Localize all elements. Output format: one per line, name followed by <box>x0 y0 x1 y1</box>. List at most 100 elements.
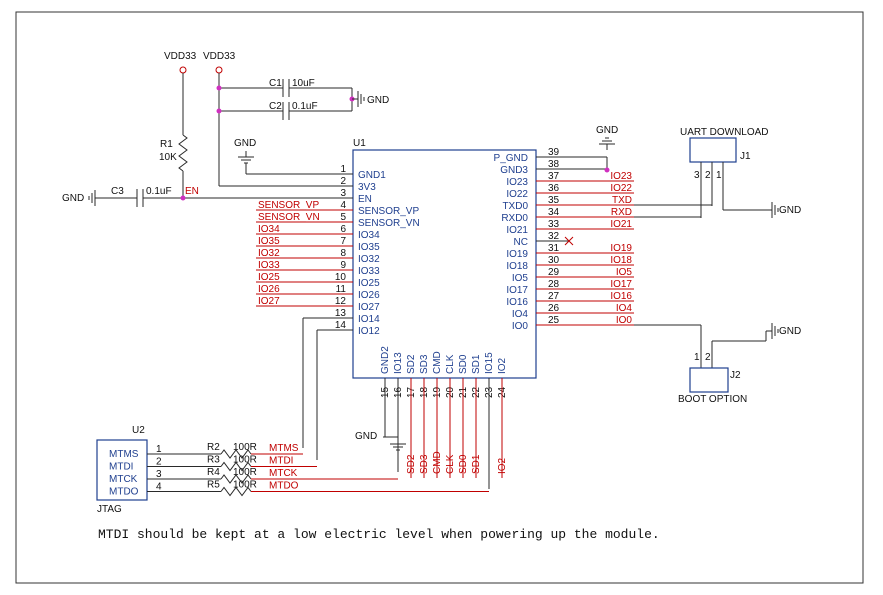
pin-name: IO17 <box>506 285 528 296</box>
pin-number: 3 <box>340 188 346 199</box>
pin-number: 2 <box>340 176 346 187</box>
j1-ref: J1 <box>740 151 751 162</box>
resistor-ref: R3 <box>207 455 220 466</box>
u1-pgnd-connection: GND <box>596 125 618 173</box>
pin-name: NC <box>514 237 528 248</box>
u2-label: JTAG <box>97 504 122 515</box>
pin-number: 25 <box>548 315 560 326</box>
pin-name: IO0 <box>512 321 529 332</box>
pin-name: IO26 <box>358 290 380 301</box>
gnd-label: GND <box>234 138 256 149</box>
u1-right-pins: 39P_GND38GND3IO2337IO23IO2236IO22TXD35TX… <box>494 147 713 332</box>
pin-number: 34 <box>548 207 560 218</box>
c1-value: 10uF <box>292 78 315 89</box>
pin-number: 38 <box>548 159 560 170</box>
vdd-terminal-left <box>179 66 187 74</box>
gnd-label: GND <box>779 205 801 216</box>
pin-number: 28 <box>548 279 560 290</box>
net-label: IO27 <box>258 296 280 307</box>
pin-name: GND3 <box>500 165 528 176</box>
pin-name: SD0 <box>458 354 469 374</box>
pin-name: IO4 <box>512 309 529 320</box>
pin-name: 3V3 <box>358 182 376 193</box>
gnd-label: GND <box>596 125 618 136</box>
vdd-terminal-right <box>215 66 223 74</box>
pin-name: IO16 <box>506 297 528 308</box>
r1-value: 10K <box>159 152 177 163</box>
pin-name: IO23 <box>506 177 528 188</box>
pin-name: IO19 <box>506 249 528 260</box>
j1-pin-2: 2 <box>705 170 711 181</box>
pin-name: IO5 <box>512 273 529 284</box>
vdd33-label-right: VDD33 <box>203 51 236 62</box>
gnd-symbol <box>765 201 779 219</box>
net-label: IO18 <box>610 255 632 266</box>
gnd-symbol <box>598 137 616 151</box>
pin-name: IO14 <box>358 314 380 325</box>
pin-number: 7 <box>340 236 346 247</box>
net-label: SD1 <box>471 454 482 474</box>
resistor-value: 100R <box>233 467 257 478</box>
net-label: SD2 <box>406 454 417 474</box>
junction-dot <box>216 108 222 114</box>
resistor-value: 100R <box>233 442 257 453</box>
page-frame <box>15 11 864 584</box>
r1-resistor-symbol <box>178 134 188 172</box>
pin-number: 30 <box>548 255 560 266</box>
jtag-net-label: MTDI <box>269 456 293 467</box>
u1-gnd2-connection: GND <box>355 431 407 451</box>
net-label: SENSOR_VP <box>258 200 319 211</box>
net-label: IO2 <box>497 457 508 474</box>
pin-name: SENSOR_VN <box>358 218 420 229</box>
pin-name: CMD <box>432 351 443 374</box>
net-label: CMD <box>432 451 443 474</box>
pin-name: TXD0 <box>502 201 528 212</box>
net-label-en: EN <box>185 186 199 197</box>
jtag-pin-name: MTMS <box>109 449 139 460</box>
jtag-pin-number: 3 <box>156 469 162 480</box>
net-label: SD3 <box>419 454 430 474</box>
pin-number: 31 <box>548 243 560 254</box>
pin-number: 39 <box>548 147 560 158</box>
pin-number: 5 <box>340 212 346 223</box>
pin-name: IO22 <box>506 189 528 200</box>
pin-name: CLK <box>445 354 456 374</box>
pin-name: IO27 <box>358 302 380 313</box>
jtag-pin-name: MTDO <box>109 487 139 498</box>
gnd-label: GND <box>62 193 84 204</box>
jtag-pin-number: 2 <box>156 457 162 468</box>
net-label: RXD <box>611 207 632 218</box>
net-label: IO34 <box>258 224 280 235</box>
resistor-ref: R5 <box>207 480 220 491</box>
c2-ref: C2 <box>269 101 282 112</box>
gnd-label: GND <box>355 431 377 442</box>
gnd-symbol <box>88 189 102 207</box>
pin-name: P_GND <box>494 153 528 164</box>
jtag-pin-name: MTCK <box>109 474 138 485</box>
jtag-pin-number: 4 <box>156 482 162 493</box>
pin-name: GND2 <box>380 346 391 374</box>
pin-number: 12 <box>335 296 347 307</box>
pin-name: IO18 <box>506 261 528 272</box>
net-label: CLK <box>445 454 456 474</box>
pin-number: 36 <box>548 183 560 194</box>
net-label: IO0 <box>616 315 633 326</box>
j1-body <box>689 137 737 163</box>
footnote: MTDI should be kept at a low electric le… <box>98 527 660 542</box>
c1-ref: C1 <box>269 78 282 89</box>
u1-module-body <box>352 149 537 379</box>
pin-name: IO35 <box>358 242 380 253</box>
net-label: IO23 <box>610 171 632 182</box>
pin-number: 13 <box>335 308 347 319</box>
j1-pin-1: 1 <box>716 170 722 181</box>
pin-name: RXD0 <box>501 213 528 224</box>
pin-name: SENSOR_VP <box>358 206 419 217</box>
j2-pin-1: 1 <box>694 352 700 363</box>
u1-ref: U1 <box>353 138 366 149</box>
net-label: SD0 <box>458 454 469 474</box>
pin-name: SD2 <box>406 354 417 374</box>
pin-name: IO12 <box>358 326 380 337</box>
junction-dot <box>180 195 186 201</box>
